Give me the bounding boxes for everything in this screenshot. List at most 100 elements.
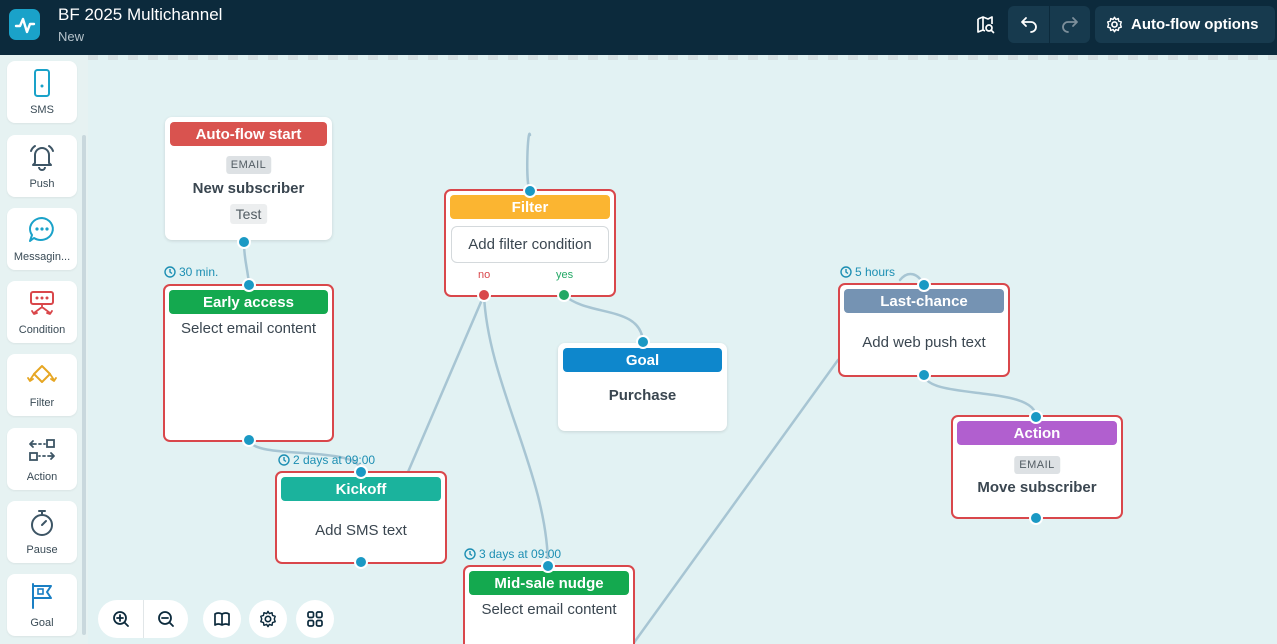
tool-label: Pause: [26, 544, 58, 556]
tool-pause[interactable]: Pause: [7, 501, 77, 563]
node-body[interactable]: Select email content: [481, 601, 617, 618]
node-last-chance[interactable]: Last-chance Add web push text: [838, 283, 1010, 377]
flow-status: New: [58, 29, 85, 44]
input-port[interactable]: [354, 465, 368, 479]
tool-filter[interactable]: Filter: [7, 354, 77, 416]
zoom-out-icon[interactable]: [143, 600, 188, 638]
node-action[interactable]: Action EMAIL Move subscriber: [951, 415, 1123, 519]
input-port[interactable]: [636, 335, 650, 349]
tool-label: Condition: [18, 324, 66, 336]
chat-bubble-icon: [29, 217, 54, 242]
auto-flow-options-label: Auto-flow options: [1131, 16, 1259, 33]
zoom-controls: [98, 600, 188, 638]
branch-no-label: no: [478, 269, 491, 281]
output-port[interactable]: [237, 235, 251, 249]
filter-condition-field[interactable]: Add filter condition: [451, 226, 609, 263]
tool-action[interactable]: Action: [7, 428, 77, 490]
bell-icon: [30, 145, 54, 171]
output-port[interactable]: [917, 368, 931, 382]
node-goal[interactable]: Goal Purchase: [558, 343, 727, 431]
tool-label: Push: [29, 178, 55, 190]
grid-icon[interactable]: [296, 600, 334, 638]
undo-icon[interactable]: [1008, 6, 1049, 43]
zoom-in-icon[interactable]: [98, 600, 143, 638]
node-auto-flow-start[interactable]: Auto-flow start EMAIL New subscriber Tes…: [165, 117, 332, 240]
condition-icon: [30, 291, 54, 315]
tool-label: Goal: [30, 617, 54, 629]
node-header: Auto-flow start: [170, 122, 327, 146]
book-icon[interactable]: [203, 600, 241, 638]
delay-label: 3 days at 09:00: [464, 547, 561, 561]
flow-canvas[interactable]: Auto-flow start EMAIL New subscriber Tes…: [88, 55, 1277, 644]
input-port[interactable]: [917, 278, 931, 292]
delay-label: 30 min.: [164, 265, 218, 279]
redo-icon[interactable]: [1050, 6, 1090, 43]
node-early-access[interactable]: Early access Select email content: [163, 284, 334, 442]
output-port[interactable]: [242, 433, 256, 447]
top-bar: BF 2025 Multichannel New Auto-flow optio…: [0, 0, 1277, 55]
gear-icon[interactable]: [249, 600, 287, 638]
node-header: Goal: [563, 348, 722, 372]
node-body[interactable]: Select email content: [180, 320, 317, 337]
goal-title: Purchase: [608, 387, 677, 404]
flag-icon: [32, 583, 52, 609]
node-filter[interactable]: Filter Add filter condition no yes: [444, 189, 616, 297]
delay-text: 30 min.: [179, 265, 219, 279]
filter-diamond-icon: [27, 365, 57, 383]
input-port[interactable]: [541, 559, 555, 573]
divider: [1049, 6, 1050, 43]
input-port[interactable]: [1029, 410, 1043, 424]
channel-tag: EMAIL: [1014, 456, 1060, 474]
phone-icon: [34, 69, 50, 97]
tool-label: Filter: [29, 397, 55, 409]
input-port[interactable]: [242, 278, 256, 292]
node-header: Kickoff: [281, 477, 441, 501]
map-search-icon[interactable]: [972, 6, 998, 43]
divider: [143, 600, 144, 638]
connection-lines: [242, 132, 1038, 644]
delay-label: 2 days at 09:00: [278, 453, 375, 467]
action-icon: [29, 439, 55, 461]
no-branch-port[interactable]: [477, 288, 491, 302]
stopwatch-icon: [31, 510, 53, 536]
clock-icon: [278, 454, 290, 466]
delay-text: 5 hours: [855, 265, 896, 279]
tool-goal[interactable]: Goal: [7, 574, 77, 636]
delay-text: 3 days at 09:00: [479, 547, 562, 561]
canvas-edge: [88, 55, 1277, 60]
tool-messaging[interactable]: Messagin...: [7, 208, 77, 270]
node-header: Early access: [169, 290, 328, 314]
gear-icon: [1106, 16, 1123, 33]
tool-sms[interactable]: SMS: [7, 61, 77, 123]
history-controls: [1008, 6, 1090, 43]
action-title: Move subscriber: [977, 479, 1097, 496]
node-header: Action: [957, 421, 1117, 445]
tool-condition[interactable]: Condition: [7, 281, 77, 343]
node-header: Filter: [450, 195, 610, 219]
clock-icon: [164, 266, 176, 278]
tool-label: Action: [26, 471, 58, 483]
yes-branch-port[interactable]: [557, 288, 571, 302]
node-kickoff[interactable]: Kickoff Add SMS text: [275, 471, 447, 564]
tool-push[interactable]: Push: [7, 135, 77, 197]
branch-yes-label: yes: [556, 269, 574, 281]
delay-label: 5 hours: [840, 265, 895, 279]
auto-flow-options-button[interactable]: Auto-flow options: [1095, 6, 1275, 43]
input-port[interactable]: [523, 184, 537, 198]
output-port[interactable]: [1029, 511, 1043, 525]
output-port[interactable]: [354, 555, 368, 569]
node-mid-sale-nudge[interactable]: Mid-sale nudge Select email content: [463, 565, 635, 644]
test-chip[interactable]: Test: [229, 204, 268, 224]
clock-icon: [464, 548, 476, 560]
app-logo-icon[interactable]: [9, 9, 40, 40]
node-body[interactable]: Add SMS text: [315, 522, 407, 539]
node-body[interactable]: Add web push text: [862, 334, 986, 351]
node-header: Mid-sale nudge: [469, 571, 629, 595]
sidebar-scrollbar[interactable]: [82, 135, 86, 635]
clock-icon: [840, 266, 852, 278]
node-header: Last-chance: [844, 289, 1004, 313]
flow-title[interactable]: BF 2025 Multichannel: [58, 5, 223, 24]
delay-text: 2 days at 09:00: [293, 453, 376, 467]
tool-label: Messagin...: [13, 251, 71, 263]
channel-tag: EMAIL: [225, 156, 272, 174]
